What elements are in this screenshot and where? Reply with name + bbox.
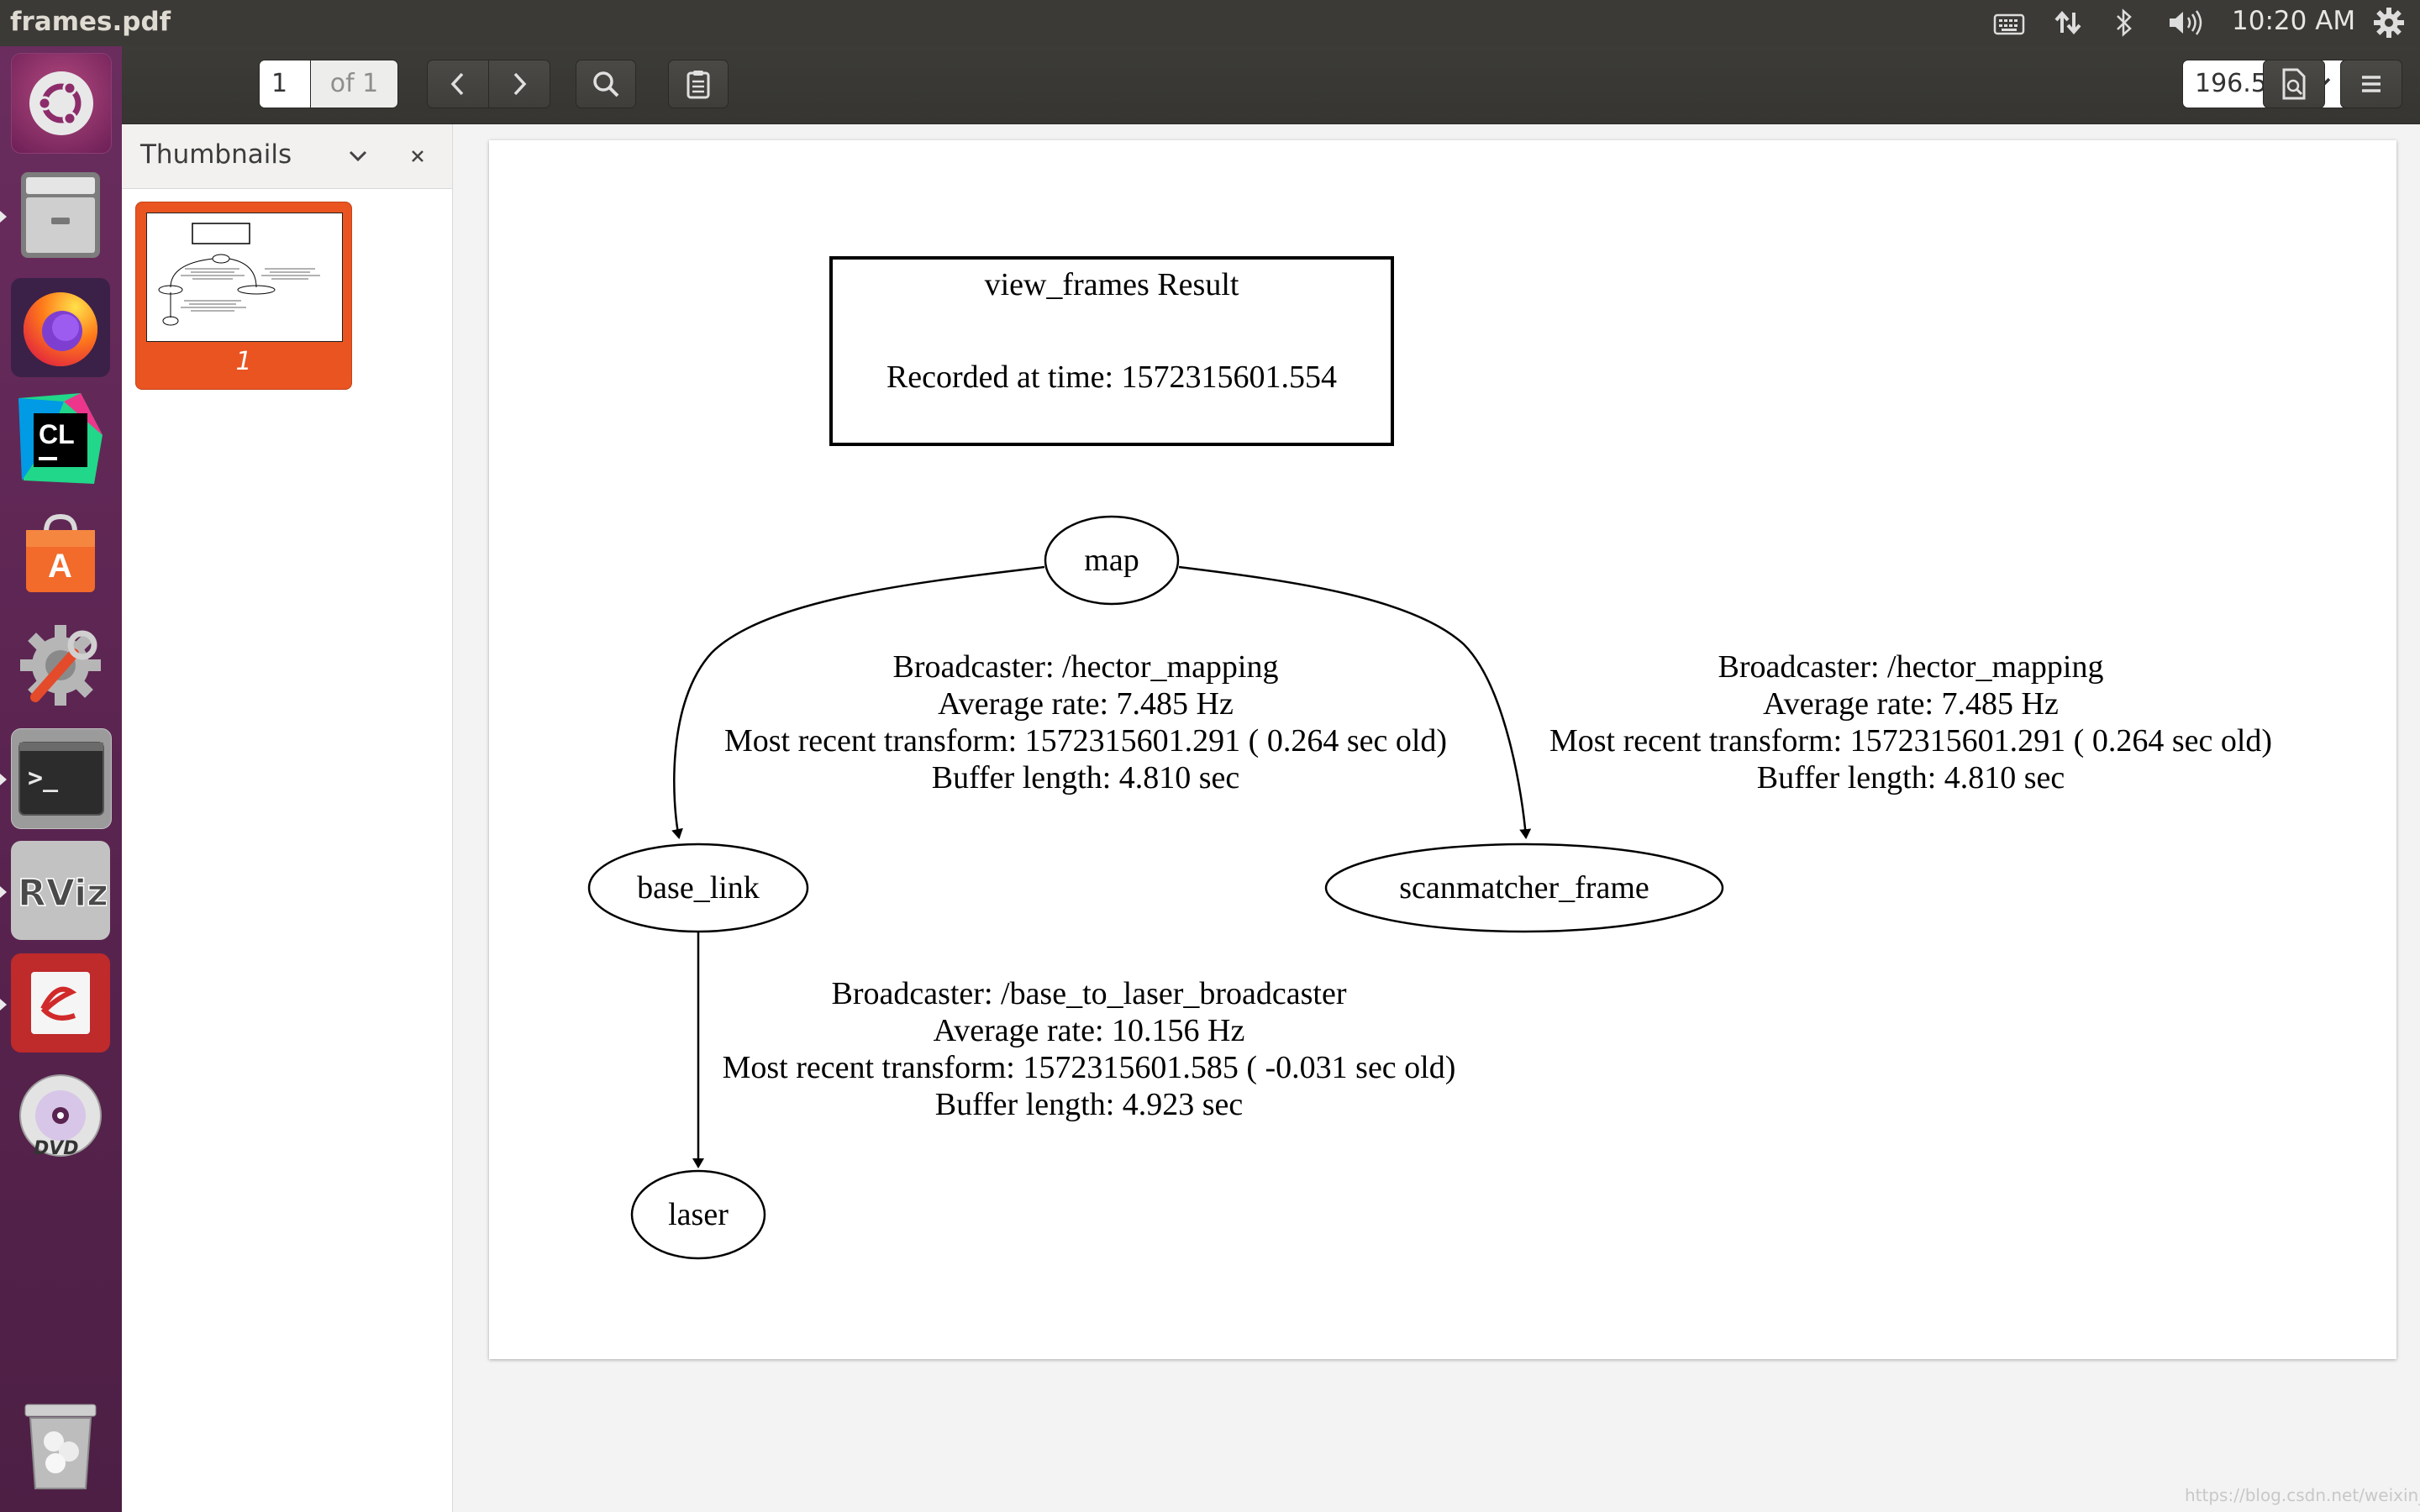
document-zoom-icon xyxy=(2282,68,2306,100)
node-scanmatcher-frame[interactable]: scanmatcher_frame xyxy=(1324,843,1724,933)
recorded-time: Recorded at time: 1572315601.554 xyxy=(886,360,1337,395)
thumbnails-sidebar: Thumbnails 1 xyxy=(122,124,453,1512)
svg-text:DVD: DVD xyxy=(34,1138,79,1159)
running-indicator xyxy=(0,999,7,1011)
node-map[interactable]: map xyxy=(1044,515,1180,606)
broadcaster-text: Broadcaster: /base_to_laser_broadcaster xyxy=(831,976,1346,1011)
broadcaster-text: Broadcaster: /hector_mapping xyxy=(892,649,1278,685)
terminal-icon: >_ xyxy=(18,742,104,816)
node-scanmatcher-frame-label: scanmatcher_frame xyxy=(1399,870,1649,906)
buffer-length-text: Buffer length: 4.810 sec xyxy=(1757,760,2065,795)
clion-icon: CL xyxy=(18,393,103,484)
thumbnail-label: 1 xyxy=(235,347,252,376)
firefox-icon xyxy=(24,292,97,366)
shopping-bag-icon: A xyxy=(26,513,95,592)
launcher-terminal[interactable]: >_ xyxy=(11,728,112,829)
broadcaster-text: Broadcaster: /hector_mapping xyxy=(1718,649,2103,685)
result-title-box: view_frames Result Recorded at time: 157… xyxy=(829,256,1394,446)
watermark-text: https://blog.csdn.net/weixin_37907781 xyxy=(2185,1485,2420,1505)
recent-transform-text: Most recent transform: 1572315601.585 ( … xyxy=(723,1050,1456,1085)
average-rate-text: Average rate: 10.156 Hz xyxy=(934,1013,1245,1048)
edge-label-map-base-link: Broadcaster: /hector_mapping Average rat… xyxy=(724,649,1447,795)
evince-icon xyxy=(31,972,90,1034)
edge-map-to-base-link xyxy=(671,565,1045,839)
chevron-left-icon xyxy=(450,72,464,96)
hamburger-menu-icon xyxy=(2362,76,2381,92)
node-map-label: map xyxy=(1084,543,1139,578)
edge-map-to-scanmatcher-frame xyxy=(1178,565,1532,839)
sidebar-header: Thumbnails xyxy=(122,124,452,189)
result-title: view_frames Result xyxy=(985,267,1239,302)
volume-icon[interactable] xyxy=(2165,5,2208,40)
close-sidebar-icon[interactable] xyxy=(409,148,426,165)
top-panel: frames.pdf 10:20 AM xyxy=(0,0,2420,46)
launcher-ubuntu-dash[interactable] xyxy=(11,53,112,154)
page-number-input[interactable]: 1 xyxy=(259,60,311,108)
svg-text:RViz: RViz xyxy=(18,872,107,915)
thumbnail-page-1[interactable]: 1 xyxy=(135,202,352,390)
running-indicator xyxy=(0,886,7,898)
settings-gear-icon[interactable] xyxy=(2371,5,2407,40)
recent-transform-text: Most recent transform: 1572315601.291 ( … xyxy=(1549,723,2272,759)
document-page: view_frames Result Recorded at time: 157… xyxy=(489,140,2396,1359)
clock[interactable]: 10:20 AM xyxy=(2232,6,2356,36)
launcher-system-settings[interactable] xyxy=(11,616,110,715)
page-count-label: of 1 xyxy=(311,60,398,108)
launcher-trash[interactable] xyxy=(11,1397,110,1496)
running-indicator xyxy=(0,774,7,785)
buffer-length-text: Buffer length: 4.923 sec xyxy=(935,1087,1244,1122)
svg-text:CL: CL xyxy=(39,419,75,449)
running-indicator xyxy=(0,211,7,223)
launcher-firefox[interactable] xyxy=(11,278,110,377)
toolbar: 1 of 1 xyxy=(122,46,2420,124)
svg-text:A: A xyxy=(48,548,72,585)
trash-icon xyxy=(24,1404,97,1489)
next-page-button[interactable] xyxy=(488,60,550,108)
previous-page-button[interactable] xyxy=(427,60,489,108)
bluetooth-icon[interactable] xyxy=(2109,5,2139,40)
thumbnail-preview xyxy=(146,213,343,342)
dvd-disc-icon: DVD xyxy=(19,1074,102,1159)
edge-label-map-scanmatcher: Broadcaster: /hector_mapping Average rat… xyxy=(1549,649,2272,795)
launcher-clion[interactable]: CL xyxy=(11,391,110,490)
launcher-files[interactable] xyxy=(11,165,110,265)
node-laser[interactable]: laser xyxy=(630,1169,766,1260)
sidebar-title: Thumbnails xyxy=(140,139,292,170)
launcher-software-center[interactable]: A xyxy=(11,503,110,602)
average-rate-text: Average rate: 7.485 Hz xyxy=(938,686,1234,722)
file-cabinet-icon xyxy=(21,172,100,258)
buffer-length-text: Buffer length: 4.810 sec xyxy=(932,760,1240,795)
clipboard-icon xyxy=(687,71,710,99)
search-icon xyxy=(593,71,619,97)
annotations-button[interactable] xyxy=(668,60,729,108)
edge-label-base-link-laser: Broadcaster: /base_to_laser_broadcaster … xyxy=(723,976,1456,1122)
node-base-link-label: base_link xyxy=(637,870,760,906)
menu-button[interactable] xyxy=(2340,60,2402,108)
presentation-button[interactable] xyxy=(2263,60,2325,108)
svg-text:>_: >_ xyxy=(28,764,59,793)
launcher-dvd[interactable]: DVD xyxy=(11,1066,110,1165)
keyboard-icon[interactable] xyxy=(1991,5,2027,40)
launcher-document-viewer[interactable] xyxy=(11,953,110,1053)
sidebar-mode-dropdown-chevron-icon[interactable] xyxy=(347,148,369,165)
ubuntu-logo-icon xyxy=(29,71,93,135)
search-button[interactable] xyxy=(576,60,636,108)
wrench-gear-icon xyxy=(20,625,101,706)
rviz-icon: RViz xyxy=(17,871,107,916)
network-transfer-icon[interactable] xyxy=(2050,5,2086,40)
node-base-link[interactable]: base_link xyxy=(587,843,809,933)
node-laser-label: laser xyxy=(668,1197,729,1232)
launcher: CL A >_ RViz DVD xyxy=(0,46,122,1512)
recent-transform-text: Most recent transform: 1572315601.291 ( … xyxy=(724,723,1447,759)
average-rate-text: Average rate: 7.485 Hz xyxy=(1763,686,2059,722)
chevron-right-icon xyxy=(513,72,527,96)
window-title: frames.pdf xyxy=(10,7,171,37)
launcher-rviz[interactable]: RViz xyxy=(11,841,110,940)
